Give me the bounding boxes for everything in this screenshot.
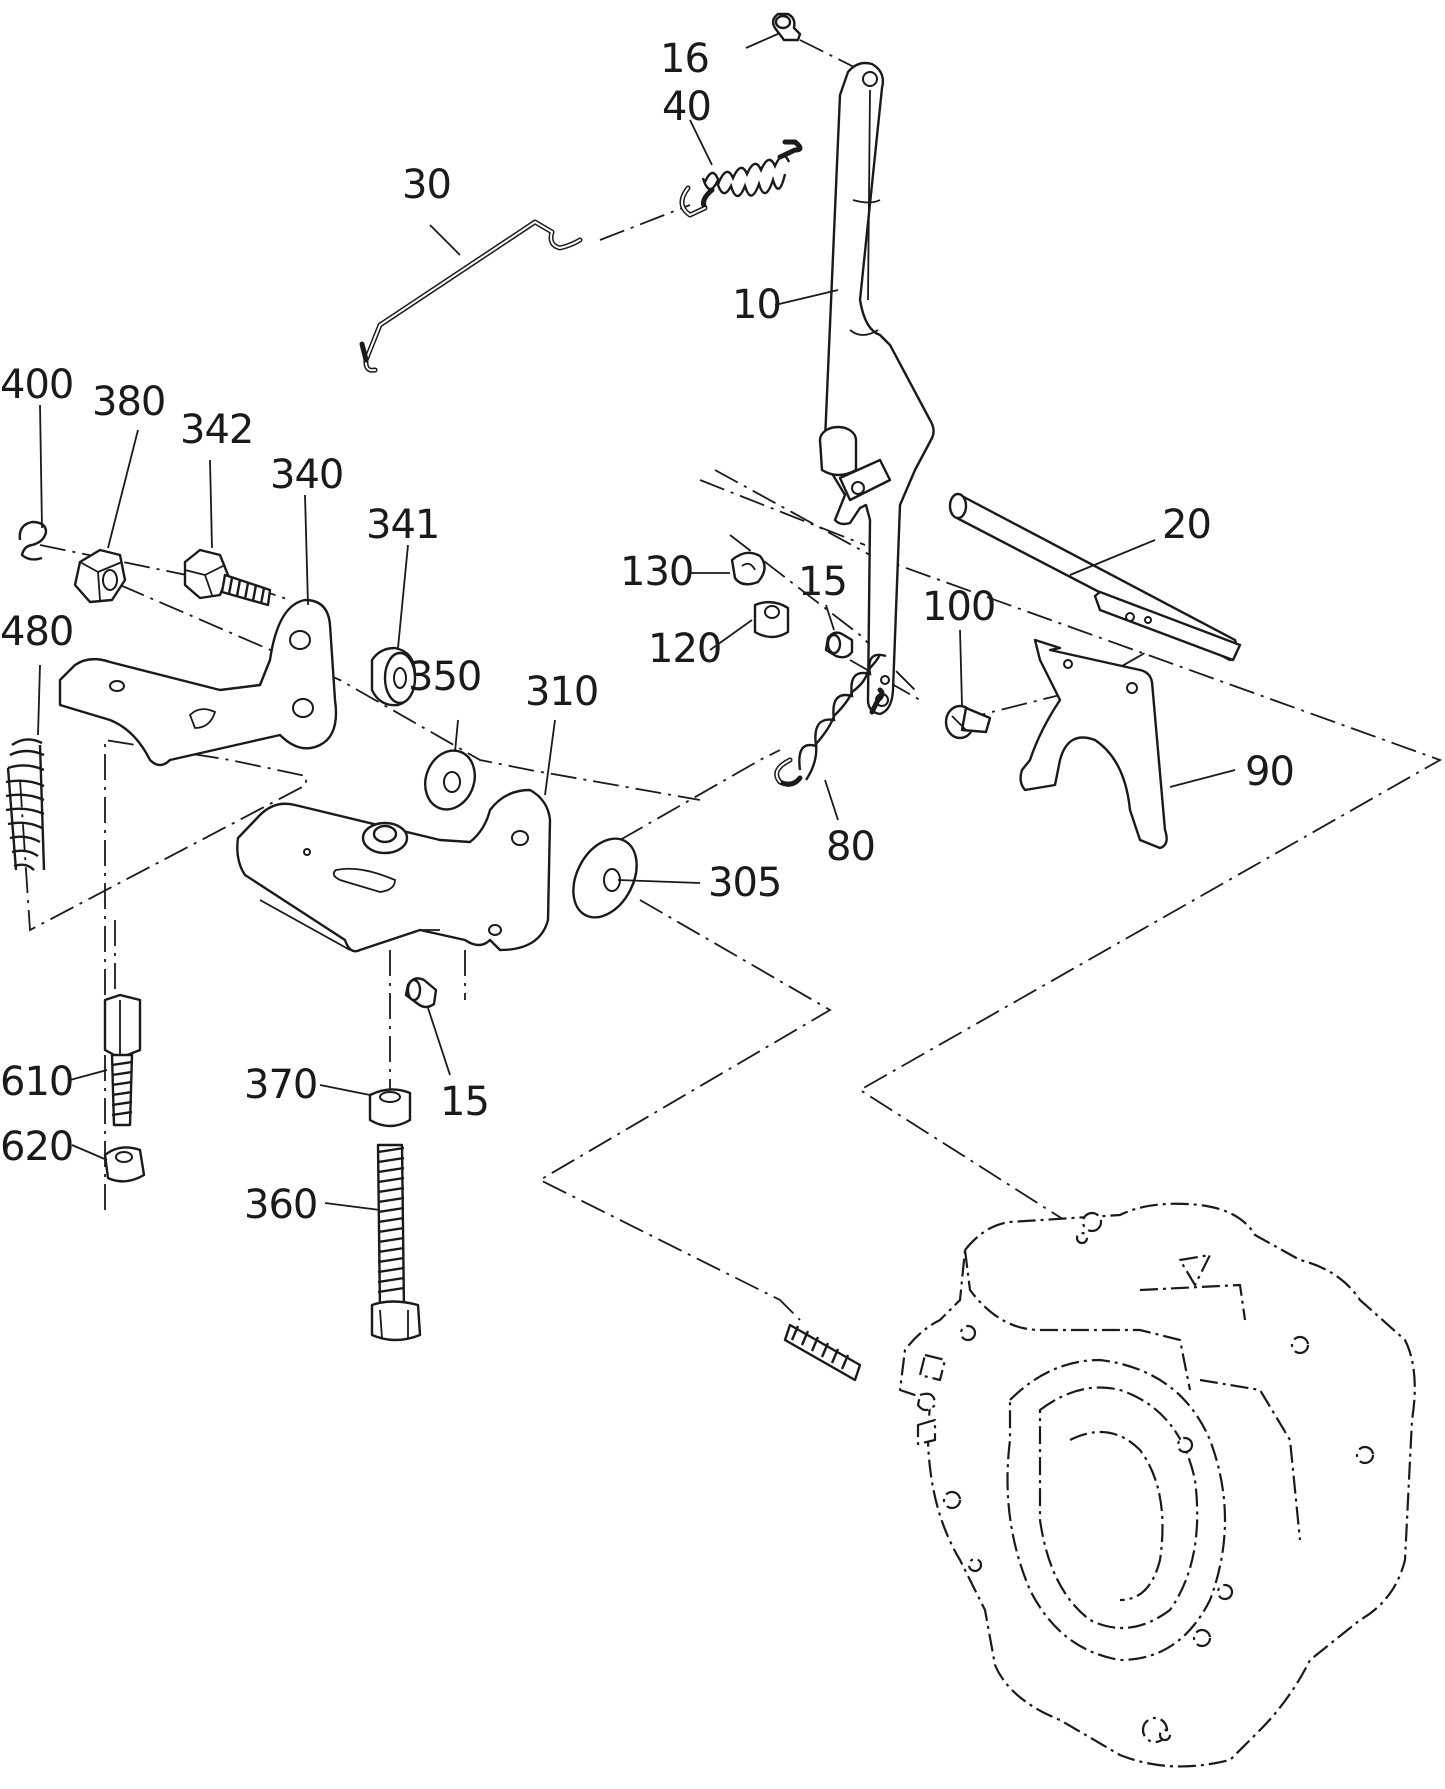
part-90-fork — [1019, 638, 1168, 850]
part-100-screw — [944, 704, 992, 740]
part-120-nut — [753, 600, 790, 639]
housing — [898, 1202, 1416, 1768]
callout-340: 340 — [270, 452, 343, 498]
callout-15-upper: 15 — [798, 559, 847, 605]
callout-380: 380 — [92, 379, 165, 425]
callout-370: 370 — [244, 1062, 317, 1108]
callout-30: 30 — [402, 162, 451, 208]
part-40-spring — [679, 139, 803, 218]
callout-16: 16 — [660, 36, 709, 82]
part-340-bracket — [58, 598, 338, 767]
callout-305: 305 — [708, 860, 781, 906]
part-360-bolt — [370, 1143, 422, 1342]
callout-100: 100 — [922, 584, 995, 630]
part-341-spacer — [370, 646, 417, 707]
callout-120: 120 — [648, 626, 721, 672]
part-10-lever — [818, 61, 935, 716]
phantom-lines — [19, 39, 1443, 1321]
callout-90: 90 — [1245, 749, 1294, 795]
part-350-washer — [424, 749, 476, 811]
callout-341: 341 — [366, 502, 439, 548]
callout-480: 480 — [0, 609, 73, 655]
callout-10: 10 — [732, 282, 781, 328]
callout-15-lower: 15 — [440, 1079, 489, 1125]
callout-20: 20 — [1162, 502, 1211, 548]
part-380-nut — [73, 548, 127, 604]
callout-342: 342 — [180, 407, 253, 453]
callout-620: 620 — [0, 1124, 73, 1170]
part-130-washer — [730, 551, 766, 586]
callout-labels: 16 40 30 10 400 380 342 340 341 20 130 1… — [0, 36, 1295, 1228]
part-305-washer — [572, 837, 638, 919]
part-30-rod — [359, 219, 583, 373]
part-15-pin-lower — [404, 977, 438, 1009]
part-480-spring — [5, 738, 46, 871]
part-20-shaft — [948, 492, 1242, 662]
part-310-plate — [236, 788, 552, 953]
callout-310: 310 — [525, 669, 598, 715]
callout-400: 400 — [0, 362, 73, 408]
part-15-pin-upper — [824, 631, 854, 659]
part-400-clip — [18, 520, 48, 561]
part-16-pin — [771, 12, 802, 42]
callout-350: 350 — [408, 654, 481, 700]
leader-lines — [37, 32, 1236, 1211]
part-620-nut — [103, 1146, 146, 1183]
part-610-screw — [103, 993, 142, 1127]
part-370-nut — [368, 1088, 412, 1128]
part-80-spring — [774, 653, 887, 787]
callout-360: 360 — [244, 1182, 317, 1228]
part-342-bolt — [183, 548, 272, 607]
callout-610: 610 — [0, 1059, 73, 1105]
stud-bolt — [783, 1323, 862, 1382]
callout-130: 130 — [620, 549, 693, 595]
callout-80: 80 — [826, 824, 875, 870]
callout-40: 40 — [662, 84, 711, 130]
